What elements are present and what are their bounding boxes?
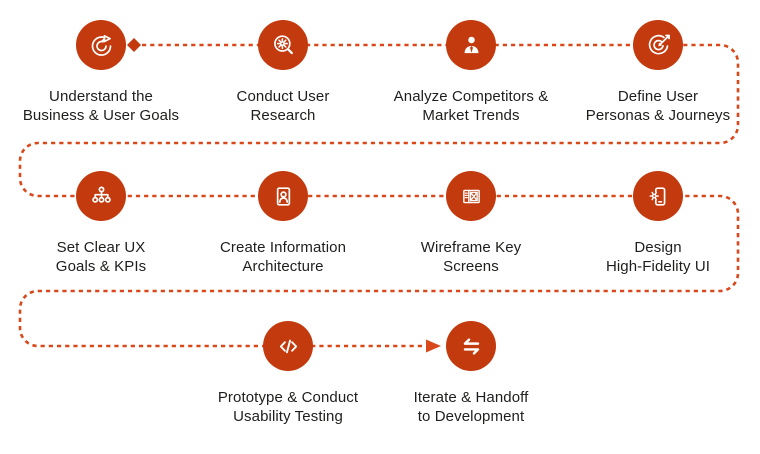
step-circle-9 xyxy=(263,321,313,371)
swap-arrows-icon xyxy=(463,337,479,355)
step-label-8: Design High-Fidelity UI xyxy=(548,238,760,276)
wireframe-icon xyxy=(462,189,480,203)
research-magnifier-icon xyxy=(273,34,293,54)
step-label-line: Set Clear UX xyxy=(56,239,146,256)
id-card-icon xyxy=(276,186,290,206)
step-label-10: Iterate & Handoff to Development xyxy=(361,388,581,426)
step-label-line: to Development xyxy=(417,408,525,425)
step-label-9: Prototype & Conduct Usability Testing xyxy=(178,388,398,426)
step-label-line: Iterate & Handoff xyxy=(413,389,529,406)
step-label-6: Create Information Architecture xyxy=(173,238,393,276)
step-label-line: High-Fidelity UI xyxy=(605,258,711,275)
step-node-9: Prototype & Conduct Usability Testing xyxy=(178,321,398,426)
step-node-1: Understand the Business & User Goals xyxy=(0,20,211,125)
step-label-7: Wireframe Key Screens xyxy=(361,238,581,276)
step-label-line: Analyze Competitors & xyxy=(393,88,549,105)
flow-end-arrowhead-icon xyxy=(426,339,441,353)
step-circle-3 xyxy=(446,20,496,70)
step-node-8: Design High-Fidelity UI xyxy=(548,171,760,276)
step-circle-2 xyxy=(258,20,308,70)
step-node-6: Create Information Architecture xyxy=(173,171,393,276)
step-label-line: Architecture xyxy=(242,258,324,275)
flow-start-diamond-icon xyxy=(127,38,141,52)
phone-gear-icon xyxy=(648,186,665,206)
sitemap-icon xyxy=(91,186,111,203)
goal-target-icon xyxy=(91,34,111,56)
step-label-line: Goals & KPIs xyxy=(55,258,147,275)
step-circle-6 xyxy=(258,171,308,221)
step-label-line: Research xyxy=(250,107,316,124)
step-circle-1 xyxy=(76,20,126,70)
connector-path xyxy=(18,43,740,348)
code-icon xyxy=(279,339,297,353)
step-label-2: Conduct User Research xyxy=(173,87,393,125)
step-label-line: Conduct User xyxy=(236,88,330,105)
step-label-line: Define User xyxy=(617,88,699,105)
target-dart-icon xyxy=(648,34,670,55)
step-circle-4 xyxy=(633,20,683,70)
step-label-line: Create Information xyxy=(219,239,347,256)
step-circle-10 xyxy=(446,321,496,371)
step-circle-7 xyxy=(446,171,496,221)
step-label-line: Usability Testing xyxy=(233,408,343,425)
step-node-5: Set Clear UX Goals & KPIs xyxy=(0,171,211,276)
step-node-10: Iterate & Handoff to Development xyxy=(361,321,581,426)
step-node-7: Wireframe Key Screens xyxy=(361,171,581,276)
step-label-line: Business & User Goals xyxy=(22,107,180,124)
step-label-line: Understand the xyxy=(49,88,153,105)
businessman-icon xyxy=(464,36,478,53)
step-label-5: Set Clear UX Goals & KPIs xyxy=(0,238,211,276)
step-label-line: Prototype & Conduct xyxy=(217,389,359,406)
step-label-3: Analyze Competitors & Market Trends xyxy=(361,87,581,125)
step-label-line: Screens xyxy=(443,258,499,275)
step-label-line: Wireframe Key xyxy=(420,239,522,256)
step-node-2: Conduct User Research xyxy=(173,20,393,125)
step-label-line: Design xyxy=(634,239,682,256)
step-label-1: Understand the Business & User Goals xyxy=(0,87,211,125)
step-circle-8 xyxy=(633,171,683,221)
step-node-4: Define User Personas & Journeys xyxy=(548,20,760,125)
step-label-line: Market Trends xyxy=(422,107,520,124)
step-circle-5 xyxy=(76,171,126,221)
step-label-4: Define User Personas & Journeys xyxy=(548,87,760,125)
step-node-3: Analyze Competitors & Market Trends xyxy=(361,20,581,125)
step-label-line: Personas & Journeys xyxy=(585,107,731,124)
